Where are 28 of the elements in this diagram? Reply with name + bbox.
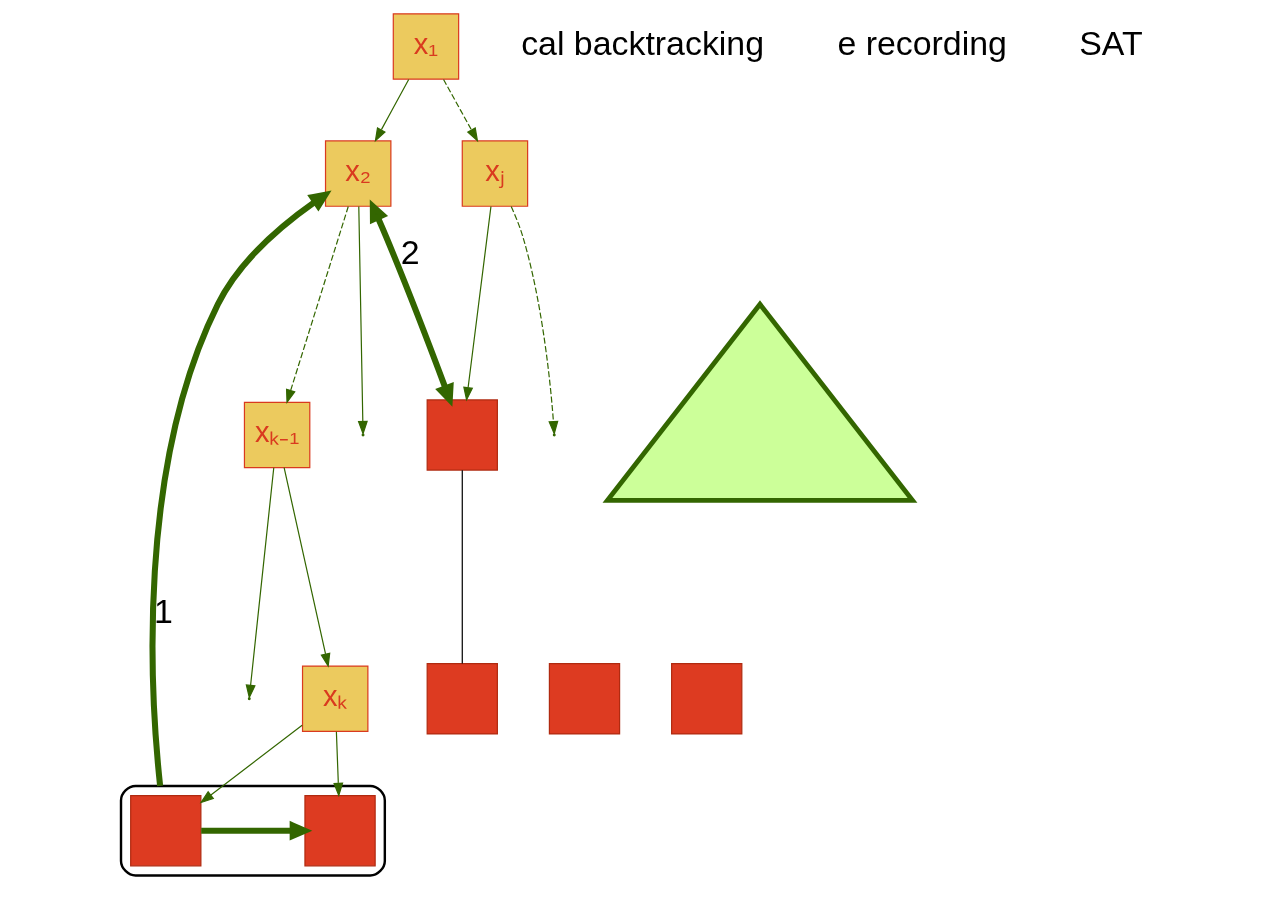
- node-box: xⱼ: [461, 139, 529, 207]
- arrow: [333, 730, 344, 797]
- node-box: [304, 794, 376, 866]
- arrow: [374, 78, 410, 142]
- node-box: [426, 662, 498, 734]
- arrow: [201, 820, 313, 841]
- node-box: x₂: [324, 139, 392, 207]
- arrow: [463, 205, 492, 401]
- arrow: [285, 205, 349, 404]
- edge-label: 2: [400, 232, 420, 271]
- edge-label: 1: [153, 591, 173, 630]
- node-box: xₖ₋₁: [243, 401, 311, 468]
- label: e recording: [837, 23, 1007, 62]
- node-box: [426, 398, 498, 471]
- node-triangle: [602, 299, 918, 503]
- arrow: [199, 724, 303, 804]
- node-box: xₖ: [301, 665, 369, 732]
- arrow: [283, 466, 331, 668]
- label: SAT: [1079, 23, 1143, 62]
- arrow: [369, 199, 454, 407]
- node-box: x₁: [392, 12, 460, 80]
- arrow: [149, 189, 332, 786]
- node-box: [130, 794, 202, 866]
- arrow: [442, 78, 479, 142]
- node-box: [548, 662, 621, 734]
- node-box: [671, 662, 743, 734]
- label: cal backtracking: [521, 23, 765, 62]
- connector: [461, 469, 463, 664]
